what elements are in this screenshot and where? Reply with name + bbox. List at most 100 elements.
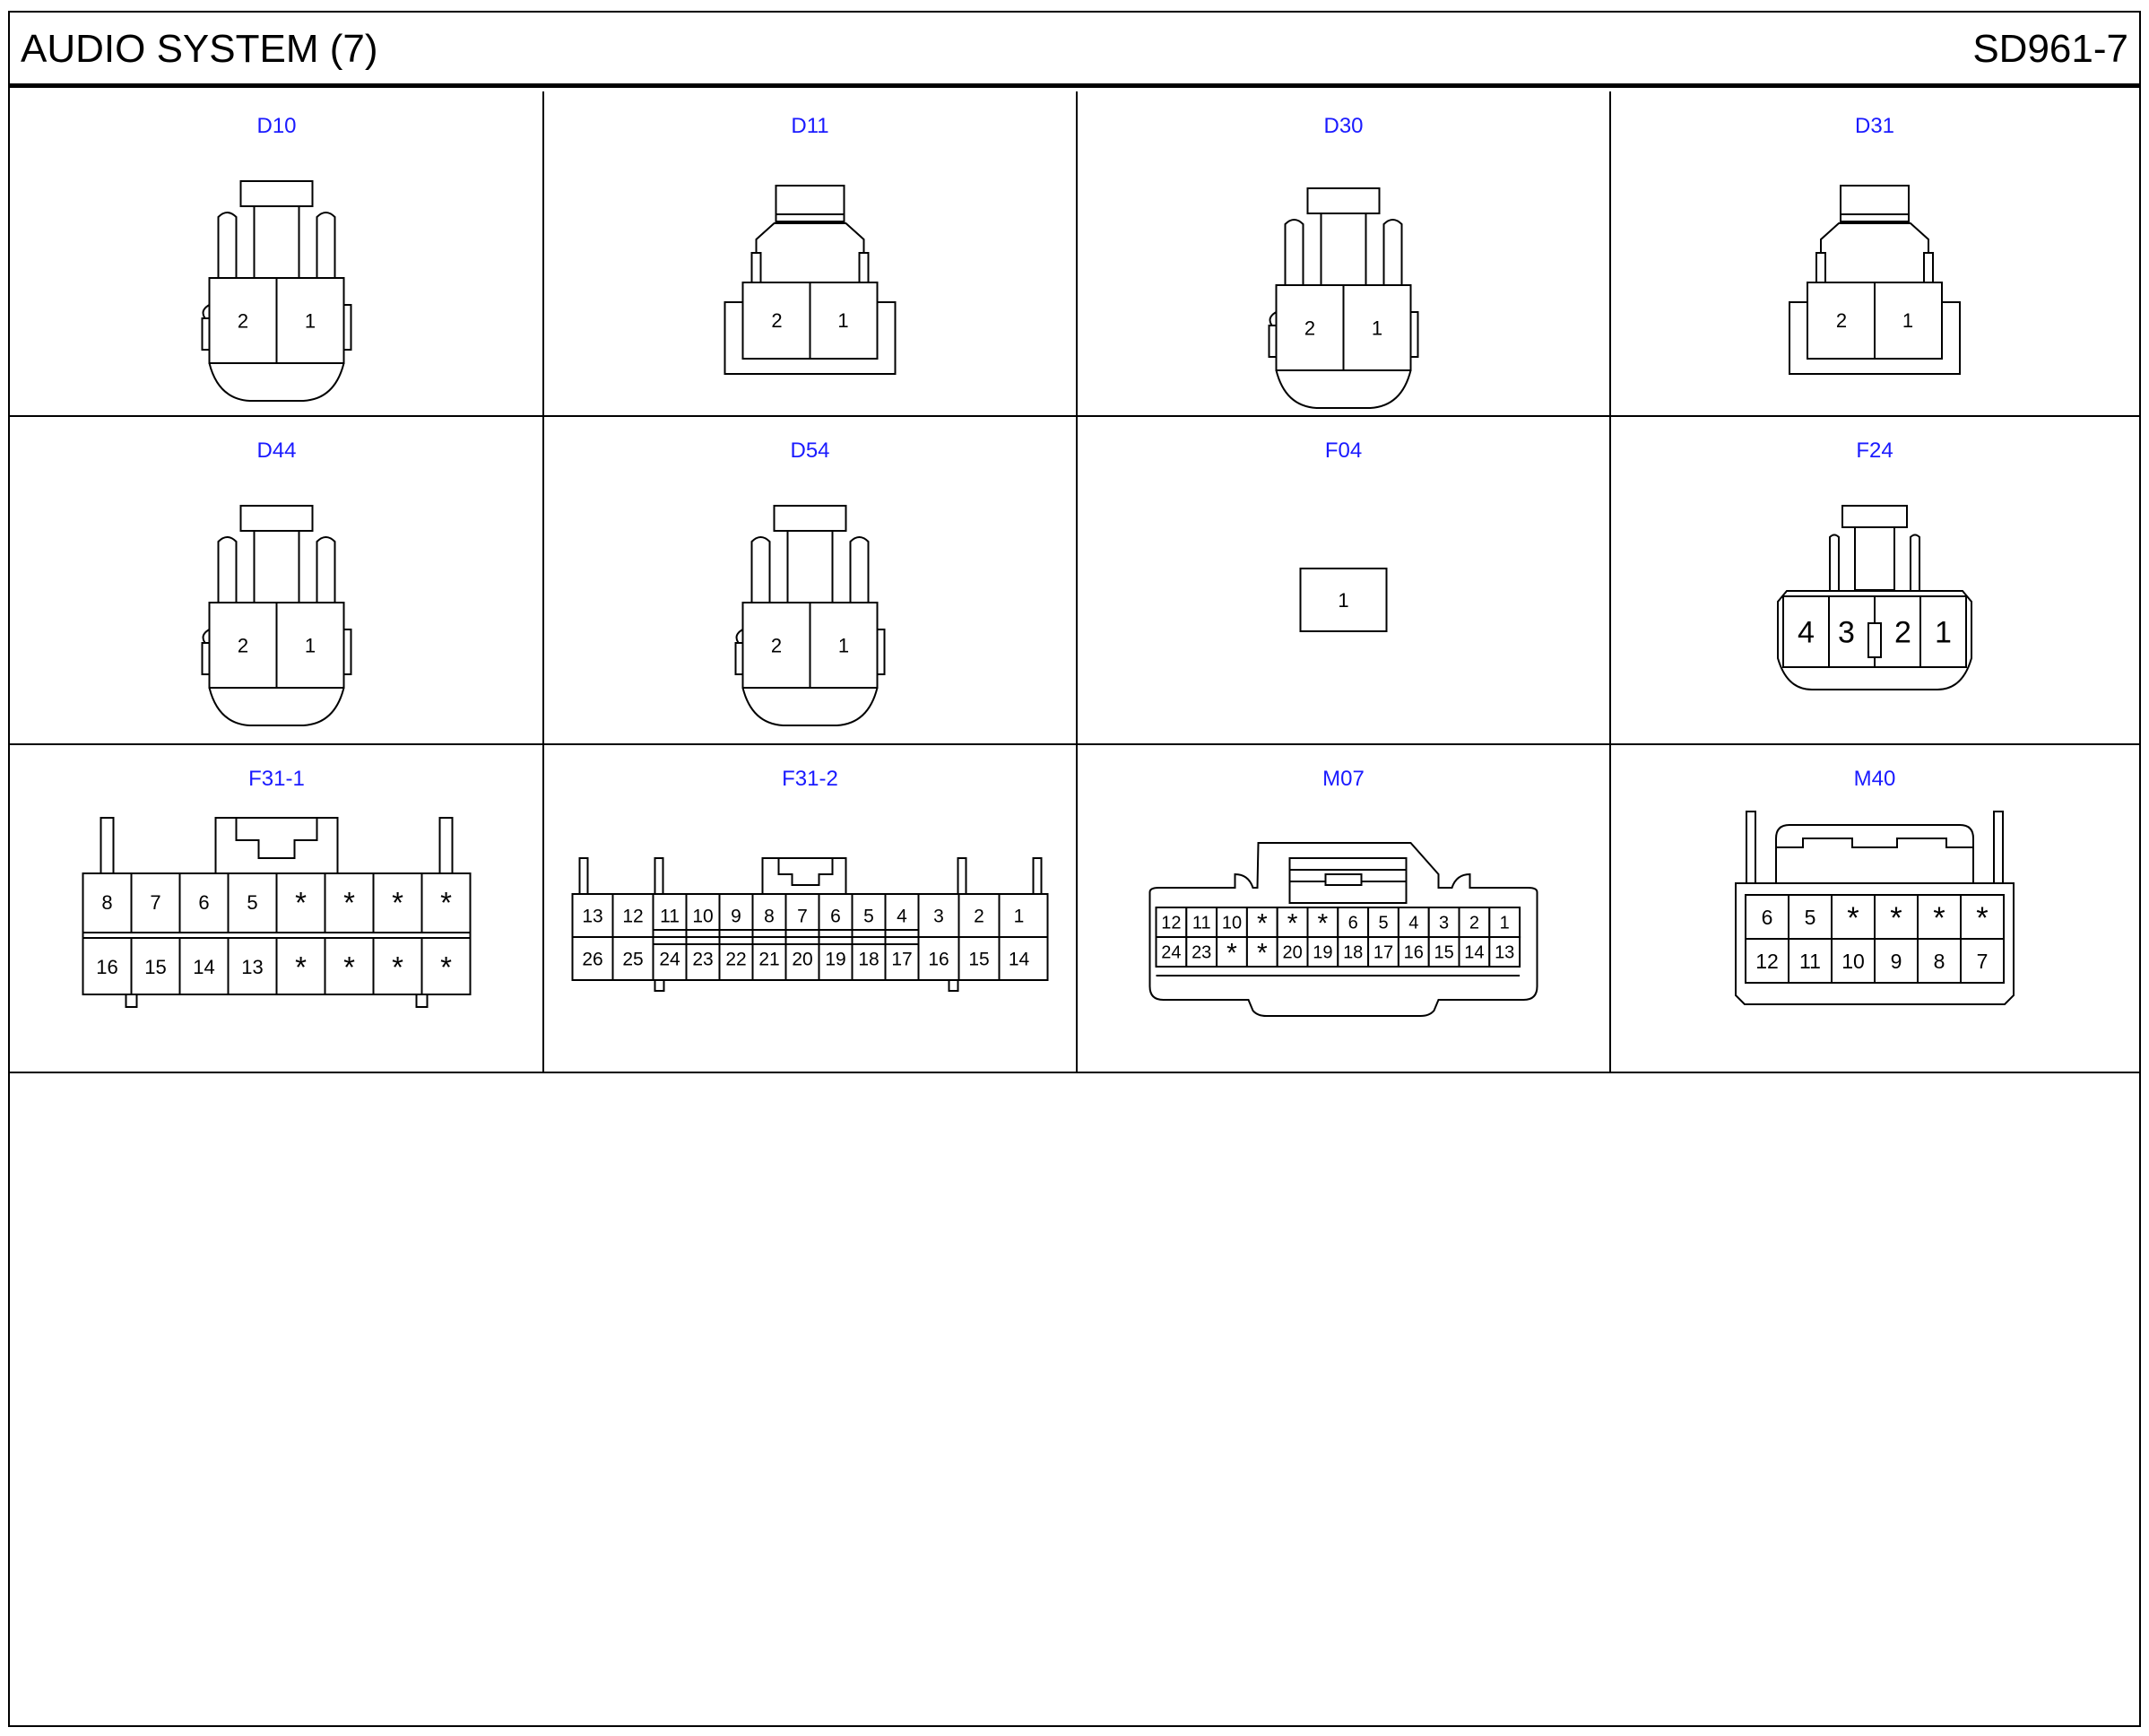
pin-cell — [1874, 938, 1919, 984]
pin-label: 1 — [1935, 616, 1952, 650]
connector-bump — [734, 642, 744, 675]
connector-latch — [214, 817, 339, 874]
pin-label: 6 — [198, 891, 209, 914]
pin-label: 1 — [1014, 907, 1025, 927]
connector-bump — [876, 629, 886, 675]
pin-label: 8 — [101, 891, 112, 914]
pin-cell — [1488, 936, 1521, 968]
pin-cell — [1185, 936, 1218, 968]
connector-base — [741, 687, 879, 726]
connector-base — [208, 687, 345, 726]
connector-latch — [1776, 838, 1973, 848]
connector-bump — [1923, 252, 1934, 283]
connector-bump — [858, 252, 870, 283]
pin-label: 20 — [792, 950, 812, 970]
connector-prong — [1829, 534, 1840, 591]
connector-base — [724, 301, 897, 375]
pin-label: * — [295, 950, 307, 984]
pin-label: 1 — [305, 634, 316, 656]
connector-prong — [316, 536, 336, 622]
pin-label: 6 — [1348, 914, 1358, 933]
pin-label: 14 — [193, 956, 214, 978]
pin-label: 21 — [758, 950, 779, 970]
connector-id-label: F31-2 — [782, 767, 838, 791]
connector-bump — [1815, 252, 1826, 283]
pin-label: 2 — [974, 907, 984, 927]
pin-label: 9 — [731, 907, 741, 927]
pin-label: 16 — [96, 956, 117, 978]
pin-label: 13 — [582, 907, 602, 927]
connector-latch — [253, 205, 300, 279]
pin-cell — [1917, 894, 1962, 940]
pin-label: 2 — [771, 634, 782, 656]
pin-label: 5 — [1378, 914, 1388, 933]
pin-cell — [1960, 894, 2005, 940]
pin-cell — [1874, 894, 1919, 940]
pin-label: 17 — [891, 950, 912, 970]
pin-label: 16 — [1404, 943, 1424, 963]
pin-label: 19 — [1313, 943, 1332, 963]
pin-cell — [1960, 938, 2005, 984]
pin-label: 24 — [1161, 943, 1181, 963]
connector-post — [438, 817, 454, 874]
pin-label: * — [1890, 901, 1902, 935]
connector-hood — [1775, 824, 1974, 883]
connector-body — [1735, 882, 2015, 1005]
pin-label: 12 — [1755, 950, 1779, 973]
pin-label: 17 — [1373, 943, 1393, 963]
pin-label: 25 — [622, 950, 643, 970]
connector-base — [1789, 301, 1961, 375]
pin-cell — [1488, 907, 1521, 938]
pin-label: 1 — [838, 634, 849, 656]
connector-post — [1032, 857, 1043, 895]
pin-label: 2 — [238, 309, 248, 332]
pin-cell — [1745, 938, 1789, 984]
title-bar: AUDIO SYSTEM (7) SD961-7 — [10, 13, 2139, 88]
connector-latch — [1854, 526, 1895, 591]
pin-label: * — [295, 886, 307, 919]
connector-post — [654, 857, 664, 895]
pin-label: 19 — [825, 950, 845, 970]
pin-label: 1 — [1372, 317, 1382, 339]
connector-foot — [948, 979, 959, 992]
connector-bump — [1409, 311, 1419, 358]
pin-label: 7 — [1977, 950, 1989, 973]
connector-latch — [775, 185, 845, 222]
pin-label: 1 — [837, 309, 848, 332]
pin-label: 24 — [659, 950, 680, 970]
pin-label: * — [440, 950, 452, 984]
connector-id-label: F24 — [1856, 438, 1893, 463]
pin-label: 1 — [1902, 309, 1913, 332]
pin-label: 12 — [622, 907, 643, 927]
connector-body — [1820, 222, 1929, 282]
pin-label: 2 — [1304, 317, 1315, 339]
pin-label: 3 — [933, 907, 944, 927]
pin-label: 2 — [771, 309, 782, 332]
connector-prong — [217, 212, 238, 298]
pin-label: 15 — [1434, 943, 1453, 963]
pin-cell — [1745, 894, 1789, 940]
connector-bump — [342, 629, 352, 675]
connector-id-label: D11 — [791, 114, 828, 138]
connector-body — [1148, 906, 1538, 1017]
pin-label: 8 — [764, 907, 775, 927]
pin-label: * — [1257, 939, 1268, 968]
connector-key — [1867, 622, 1882, 658]
pin-cell — [1458, 936, 1491, 968]
connector-prong — [1382, 219, 1403, 305]
connector-hood — [1148, 842, 1538, 906]
connector-bump — [342, 304, 352, 351]
pin-cell — [1788, 894, 1833, 940]
pin-label: 4 — [897, 907, 907, 927]
connector-prong — [316, 212, 336, 298]
connector-bump — [750, 252, 762, 283]
